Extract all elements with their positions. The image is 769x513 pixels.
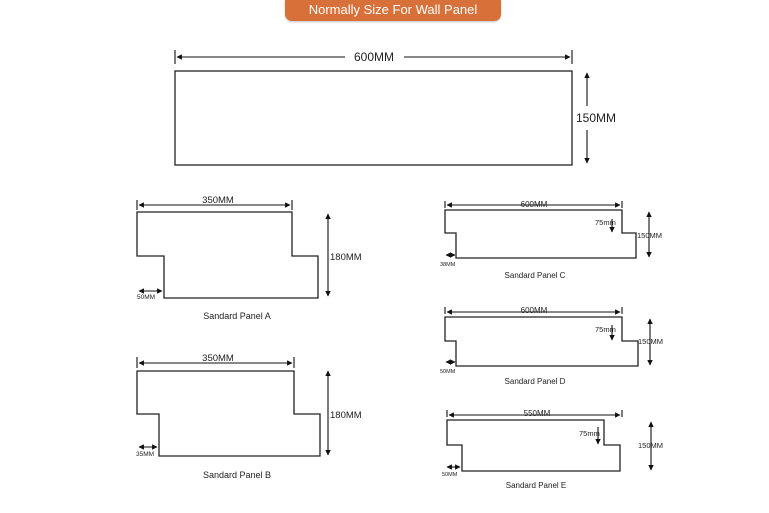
panel-a-caption: Sandard Panel A: [203, 311, 271, 321]
panel-c-height-label: 150MM: [637, 231, 662, 240]
panel-d-step-label: 50MM: [440, 369, 456, 375]
panel-d-outline: [444, 316, 639, 367]
panel-b-step-label: 35MM: [136, 451, 154, 458]
panel-b-caption: Sandard Panel B: [203, 470, 271, 480]
panel-a-step-label: 50MM: [137, 294, 155, 301]
main-panel-outline: [174, 70, 573, 166]
panel-b-width-label: 350MM: [202, 353, 234, 364]
page-title-banner: Normally Size For Wall Panel: [285, 0, 501, 21]
panel-e-step-label: 50MM: [442, 472, 458, 478]
panel-d-notch-label: 75mm: [595, 325, 616, 334]
panel-d-height-label: 150MM: [638, 337, 663, 346]
panel-c-step-label: 38MM: [440, 262, 456, 268]
panel-d: 600MM 75mm 150MM 50MM Sandard Panel D: [440, 306, 663, 386]
panel-a-outline: [136, 211, 319, 299]
panel-b: 350MM 180MM 35MM Sandard Panel B: [136, 353, 362, 480]
panel-e-caption: Sandard Panel E: [506, 481, 567, 490]
panel-c-caption: Sandard Panel C: [505, 271, 566, 280]
panel-a-height-label: 180MM: [330, 252, 362, 263]
panel-c: 600MM 75mm 150MM 38MM Sandard Panel C: [440, 200, 662, 280]
page-title: Normally Size For Wall Panel: [308, 2, 478, 17]
panel-e-height-label: 150MM: [638, 441, 663, 450]
panel-e-outline: [446, 419, 621, 472]
panel-d-caption: Sandard Panel D: [505, 377, 566, 386]
panel-e-notch-label: 75mm: [579, 429, 600, 438]
panel-e: 550MM 75mm 150MM 50MM Sandard Panel E: [442, 409, 663, 490]
panel-a: 350MM 180MM 50MM Sandard Panel A: [136, 195, 362, 321]
panel-b-outline: [136, 370, 321, 457]
panel-b-height-label: 180MM: [330, 410, 362, 421]
panel-a-width-label: 350MM: [202, 195, 234, 206]
panel-c-outline: [444, 209, 637, 259]
panel-d-width-label: 600MM: [521, 306, 548, 315]
main-width-label: 600MM: [354, 50, 394, 64]
panel-c-notch-label: 75mm: [595, 218, 616, 227]
panel-e-width-label: 550MM: [524, 409, 551, 418]
main-panel: 600MM 150MM: [174, 50, 616, 166]
panel-c-width-label: 600MM: [521, 200, 548, 209]
main-height-label: 150MM: [576, 111, 616, 125]
